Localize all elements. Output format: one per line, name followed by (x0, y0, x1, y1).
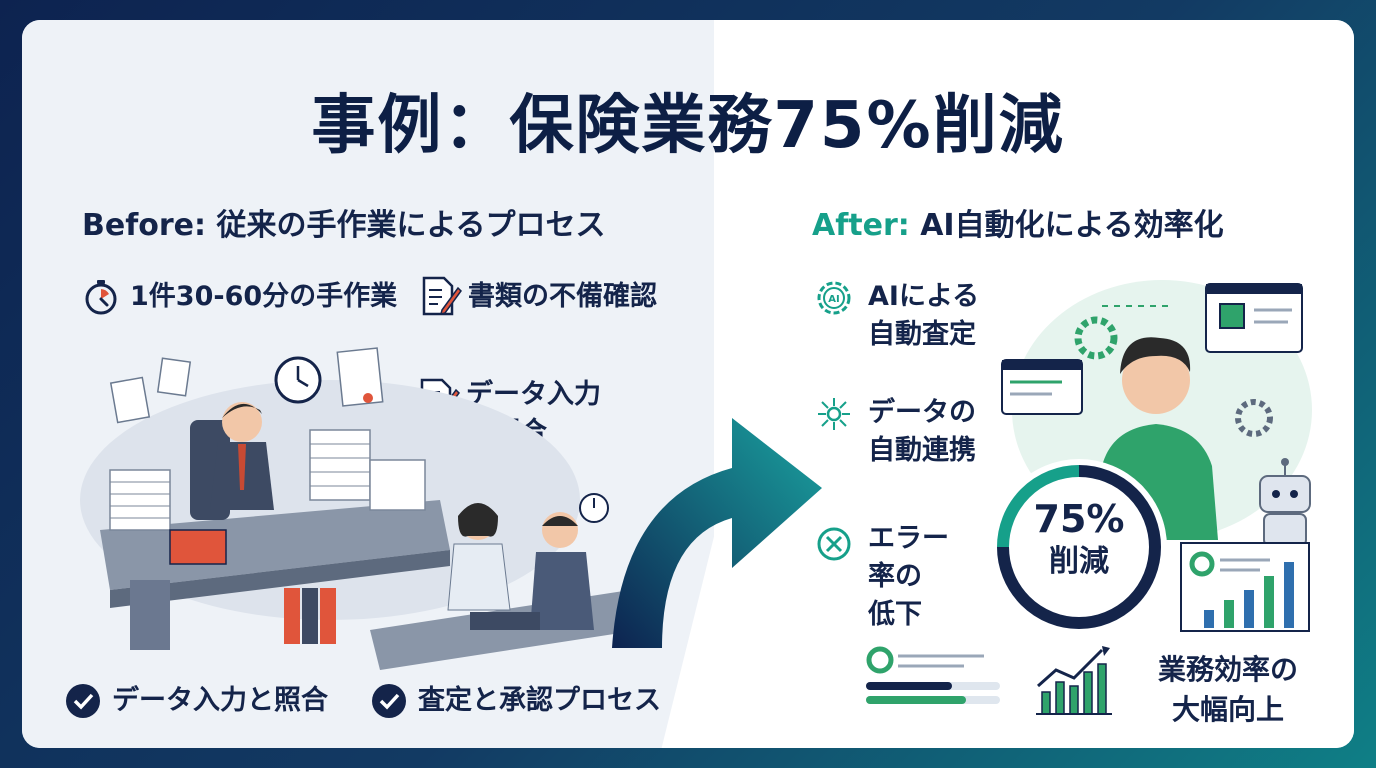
network-icon (814, 394, 854, 438)
after-item-error-line2: 率の (868, 561, 922, 592)
progress-bars-icon (864, 646, 1024, 714)
svg-text:AI: AI (828, 294, 839, 305)
before-heading: Before: 従来の手作業によるプロセス (82, 208, 606, 243)
slide-card: 事例：保険業務75%削減 Before: 従来の手作業によるプロセス After… (22, 20, 1354, 748)
before-bottom-data-entry: データ入力と照合 (112, 685, 328, 716)
after-item-error-line3: 低下 (868, 599, 922, 630)
transition-arrow-icon (582, 358, 842, 662)
office-workers-illustration (70, 340, 650, 674)
reduction-badge: 75% 削減 (984, 496, 1174, 582)
x-circle-icon (814, 524, 854, 568)
ai-gear-icon: AI (814, 278, 854, 322)
after-item-data-line2: 自動連携 (868, 435, 976, 466)
before-item-manual-work: 1件30-60分の手作業 (130, 281, 398, 312)
check-circle-icon (64, 682, 102, 724)
after-item-error-line1: エラー (868, 523, 949, 554)
efficiency-text: 業務効率の 大幅向上 (1138, 650, 1318, 730)
after-item-ai-line1: AIによる (868, 281, 980, 312)
reduction-value: 75% (1033, 497, 1125, 541)
before-item-doc-check: 書類の不備確認 (468, 281, 657, 312)
stopwatch-icon (82, 278, 120, 320)
after-heading: After: AI自動化による効率化 (812, 200, 1224, 244)
reduction-badge-ring (984, 452, 1174, 642)
document-pen-icon (420, 274, 462, 322)
after-item-data-link: データの 自動連携 (868, 394, 976, 470)
efficiency-line1: 業務効率の (1157, 653, 1298, 686)
after-heading-rest: AI自動化による効率化 (909, 208, 1224, 243)
efficiency-line2: 大幅向上 (1171, 693, 1284, 726)
check-circle-icon (370, 682, 408, 724)
after-item-ai-assessment: AIによる 自動査定 (868, 278, 979, 354)
reduction-label: 削減 (1049, 544, 1109, 579)
before-bottom-approval: 査定と承認プロセス (418, 685, 661, 716)
after-item-data-line1: データの (868, 397, 976, 428)
after-item-error-rate: エラー 率の 低下 (868, 520, 949, 634)
after-item-ai-line2: 自動査定 (868, 319, 976, 350)
after-heading-prefix: After: (812, 208, 910, 243)
bar-chart-icon (1180, 542, 1310, 636)
trend-chart-icon (1032, 642, 1114, 722)
page-title: 事例：保険業務75%削減 (311, 89, 1065, 163)
